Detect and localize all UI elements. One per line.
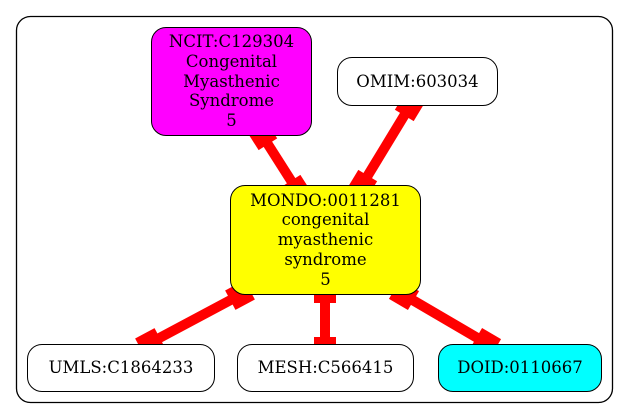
node-omim-603034[interactable]: OMIM:603034 bbox=[337, 57, 498, 106]
mondo-name-line-4: 5 bbox=[320, 269, 331, 289]
node-ncit-c129304[interactable]: NCIT:C129304 Congenital Myasthenic Syndr… bbox=[151, 27, 312, 136]
ncit-name-line-3: Syndrome bbox=[188, 91, 275, 111]
edge-omim-mondo bbox=[346, 90, 426, 201]
edge-line bbox=[401, 290, 489, 348]
mondo-name-line-3: syndrome bbox=[284, 249, 367, 269]
node-doid-0110667[interactable]: DOID:0110667 bbox=[438, 344, 602, 392]
mondo-id-label: MONDO:0011281 bbox=[250, 190, 401, 210]
ncit-name-line-4: 5 bbox=[226, 111, 237, 131]
doid-id-label: DOID:0110667 bbox=[457, 358, 583, 378]
ncit-name-line-2: Myasthenic bbox=[183, 71, 280, 91]
ncit-id-label: NCIT:C129304 bbox=[168, 32, 295, 51]
omim-id-label: OMIM:603034 bbox=[356, 71, 479, 91]
node-mesh-c566415[interactable]: MESH:C566415 bbox=[237, 344, 414, 392]
edge-line bbox=[357, 103, 415, 188]
mondo-name-line-1: congenital bbox=[281, 210, 370, 230]
mondo-name-line-2: myasthenic bbox=[277, 230, 374, 250]
node-umls-c1864233[interactable]: UMLS:C1864233 bbox=[27, 344, 215, 392]
mesh-id-label: MESH:C566415 bbox=[257, 358, 394, 378]
node-mondo-0011281[interactable]: MONDO:0011281 congenital myasthenic synd… bbox=[230, 185, 421, 295]
ncit-name-line-1: Congenital bbox=[185, 51, 278, 71]
cluster-frame bbox=[15, 15, 614, 404]
umls-id-label: UMLS:C1864233 bbox=[48, 358, 194, 378]
edge-line bbox=[147, 290, 243, 348]
